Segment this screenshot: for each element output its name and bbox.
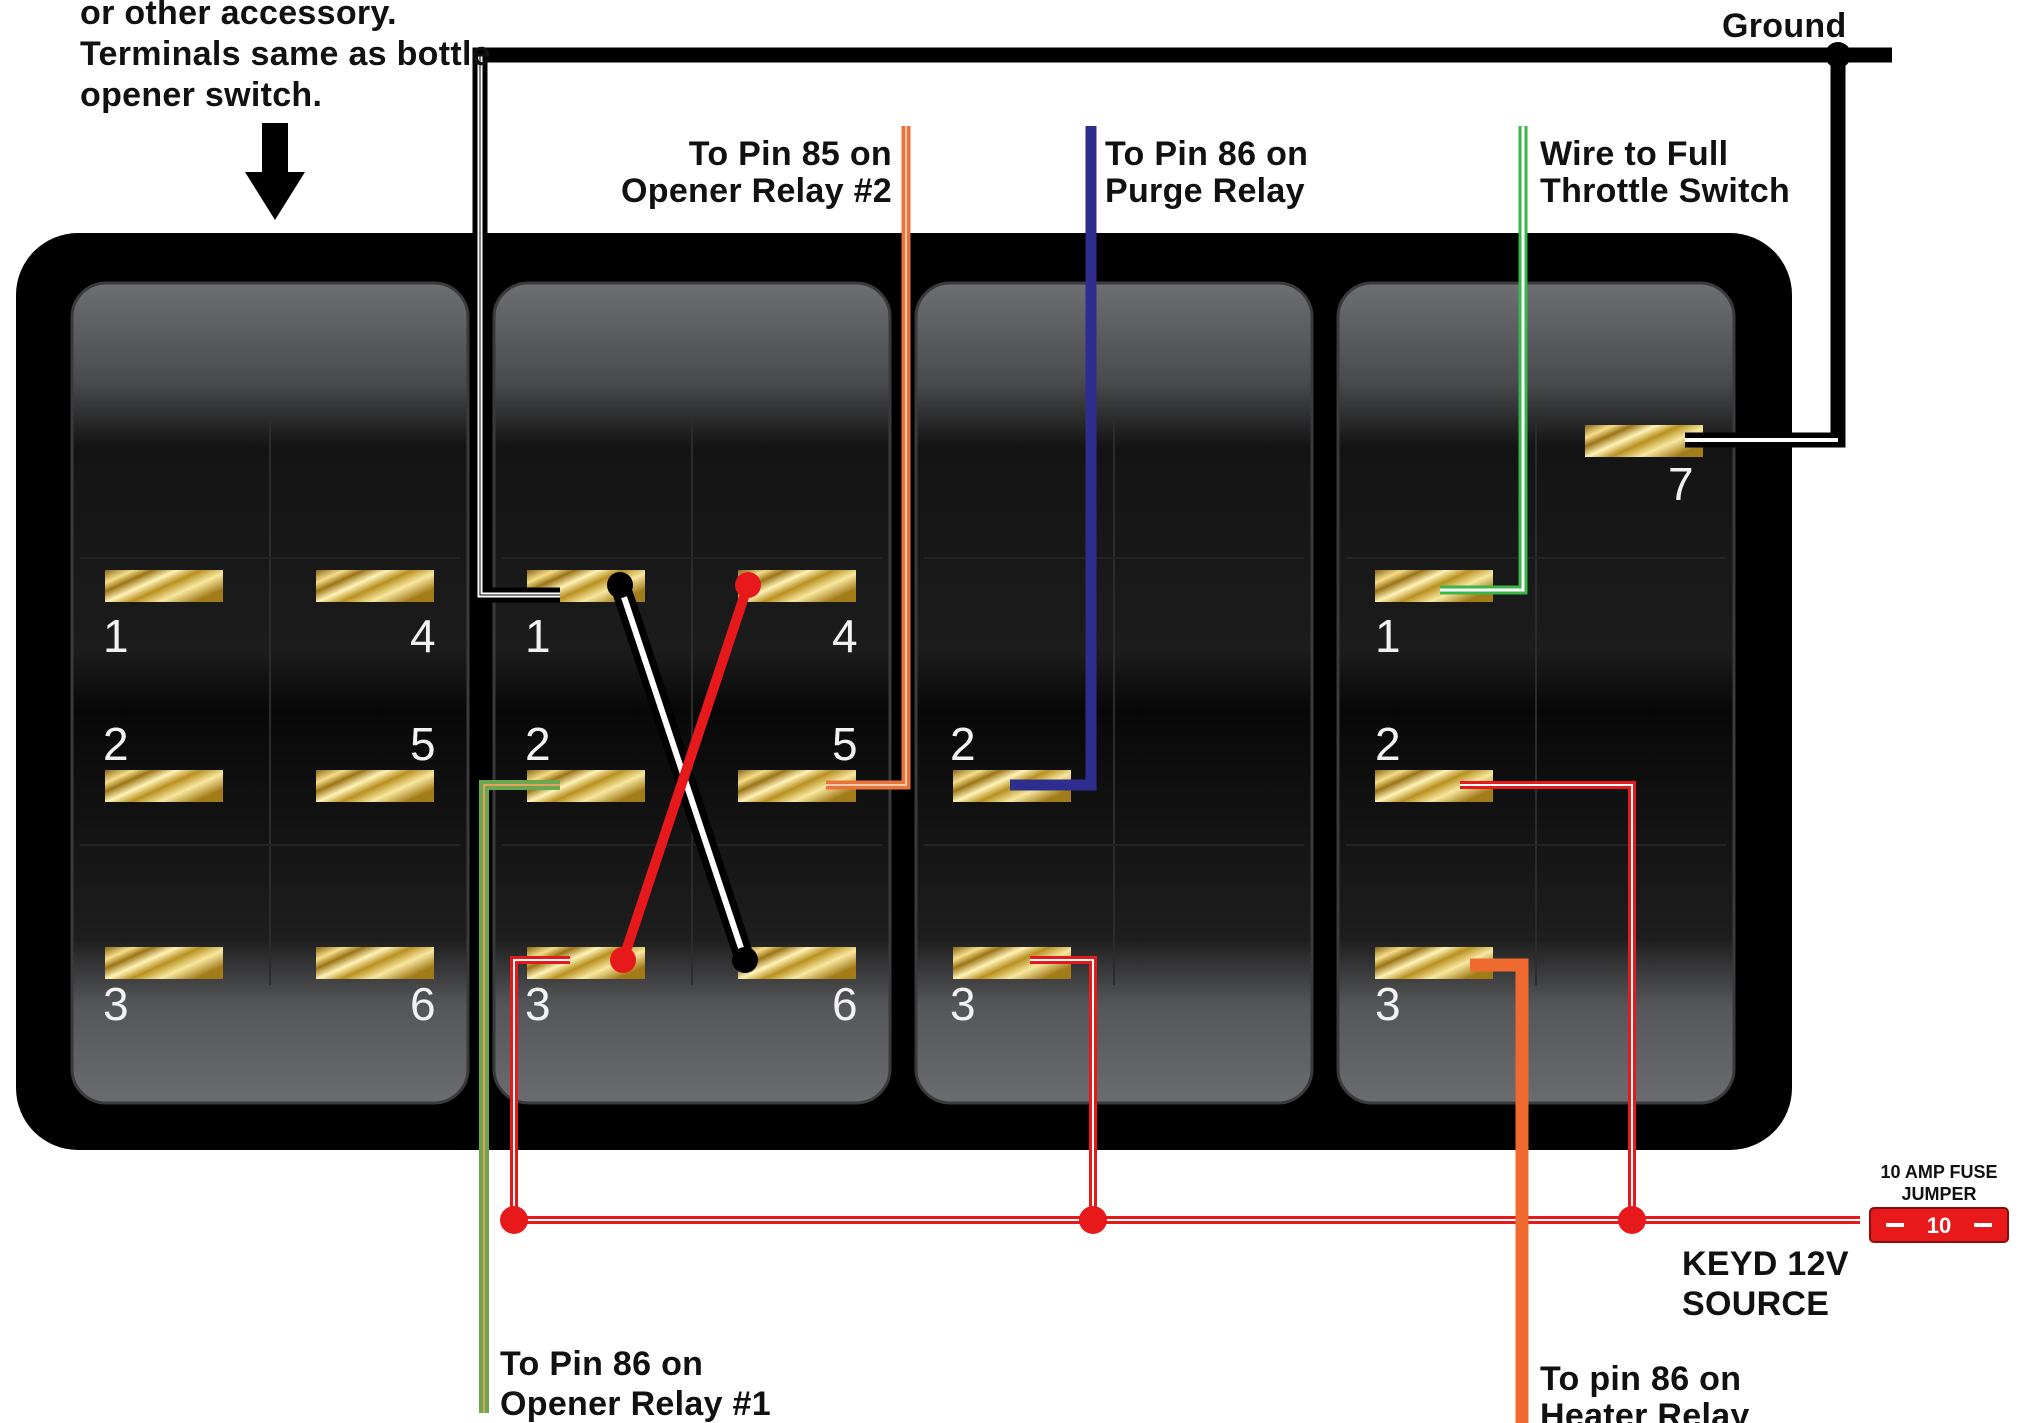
bus-junction xyxy=(1618,1206,1646,1234)
jumper-4-to-3 xyxy=(610,572,761,973)
ground-junction xyxy=(1825,42,1851,68)
accessory-note-line-2: Terminals same as bottle xyxy=(80,35,491,73)
pin86-heater-label-2: Heater Relay xyxy=(1540,1397,1750,1423)
terminal-blade xyxy=(1585,425,1703,457)
down-arrow-icon xyxy=(245,123,305,220)
fuse-label-1: 10 AMP FUSE xyxy=(1880,1162,1997,1182)
fuse-label-2: JUMPER xyxy=(1901,1184,1976,1204)
bus-junction xyxy=(1079,1206,1107,1234)
accessory-note-line-1: or other accessory. xyxy=(80,0,397,32)
pin86-heater-label-1: To pin 86 on xyxy=(1540,1360,1741,1398)
terminal-number: 5 xyxy=(832,718,858,770)
terminal-number: 3 xyxy=(1375,978,1401,1030)
terminal-number: 6 xyxy=(832,978,858,1030)
terminal-blade xyxy=(105,570,223,602)
terminal-number: 2 xyxy=(950,718,976,770)
terminal-blade xyxy=(316,947,434,979)
rocker-switch-2 xyxy=(492,281,892,1105)
terminal-number: 1 xyxy=(103,610,129,662)
ground-wire xyxy=(472,42,1892,603)
opener-relay-2-wire xyxy=(826,126,911,790)
terminal-number: 3 xyxy=(525,978,551,1030)
ground-label: Ground xyxy=(1722,7,1847,45)
pin86-purge-label-1: To Pin 86 on xyxy=(1105,135,1308,173)
full-throttle-label-2: Throttle Switch xyxy=(1540,172,1790,210)
full-throttle-label-1: Wire to Full xyxy=(1540,135,1728,173)
terminal-number: 1 xyxy=(1375,610,1401,662)
terminal-number: 5 xyxy=(410,718,436,770)
terminal-number: 4 xyxy=(410,610,436,662)
terminal-blade xyxy=(316,570,434,602)
terminal-blade xyxy=(105,947,223,979)
terminal-number: 2 xyxy=(1375,718,1401,770)
terminal-number: 1 xyxy=(525,610,551,662)
rocker-switch-1 xyxy=(70,281,470,1105)
terminal-blade xyxy=(105,770,223,802)
fuse-value: 10 xyxy=(1927,1213,1951,1238)
keyed-source-label-1: KEYD 12V xyxy=(1682,1245,1849,1283)
terminal-number: 6 xyxy=(410,978,436,1030)
terminal-number: 2 xyxy=(103,718,129,770)
pin85-opener2-label-2: Opener Relay #2 xyxy=(621,172,892,210)
purge-relay-wire xyxy=(1010,126,1097,791)
terminal-blade xyxy=(738,947,856,979)
terminal-number: 4 xyxy=(832,610,858,662)
power-bus-wire xyxy=(500,781,1860,1234)
bus-junction xyxy=(500,1206,528,1234)
terminal-numbers: 1 4 2 5 3 6 1 4 2 5 3 6 2 3 7 1 2 3 xyxy=(103,458,1694,1030)
fuse-jumper-icon xyxy=(1869,1207,2009,1243)
keyed-source-label-2: SOURCE xyxy=(1682,1285,1829,1323)
terminal-number: 2 xyxy=(525,718,551,770)
heater-relay-wire xyxy=(1470,958,1529,1423)
full-throttle-wire xyxy=(1440,126,1528,595)
pin86-opener1-label-1: To Pin 86 on xyxy=(500,1345,703,1383)
accessory-note-line-3: opener switch. xyxy=(80,76,322,114)
pin86-opener1-label-2: Opener Relay #1 xyxy=(500,1385,771,1423)
terminal-number: 3 xyxy=(103,978,129,1030)
terminal-blade xyxy=(316,770,434,802)
pin85-opener2-label-1: To Pin 85 on xyxy=(689,135,892,173)
terminal-number: 7 xyxy=(1668,458,1694,510)
rocker-switch-3 xyxy=(914,281,1314,1105)
terminal-number: 3 xyxy=(950,978,976,1030)
terminal-blades xyxy=(105,425,1703,979)
pin86-purge-label-2: Purge Relay xyxy=(1105,172,1305,210)
opener-relay-1-wire xyxy=(479,780,560,1413)
